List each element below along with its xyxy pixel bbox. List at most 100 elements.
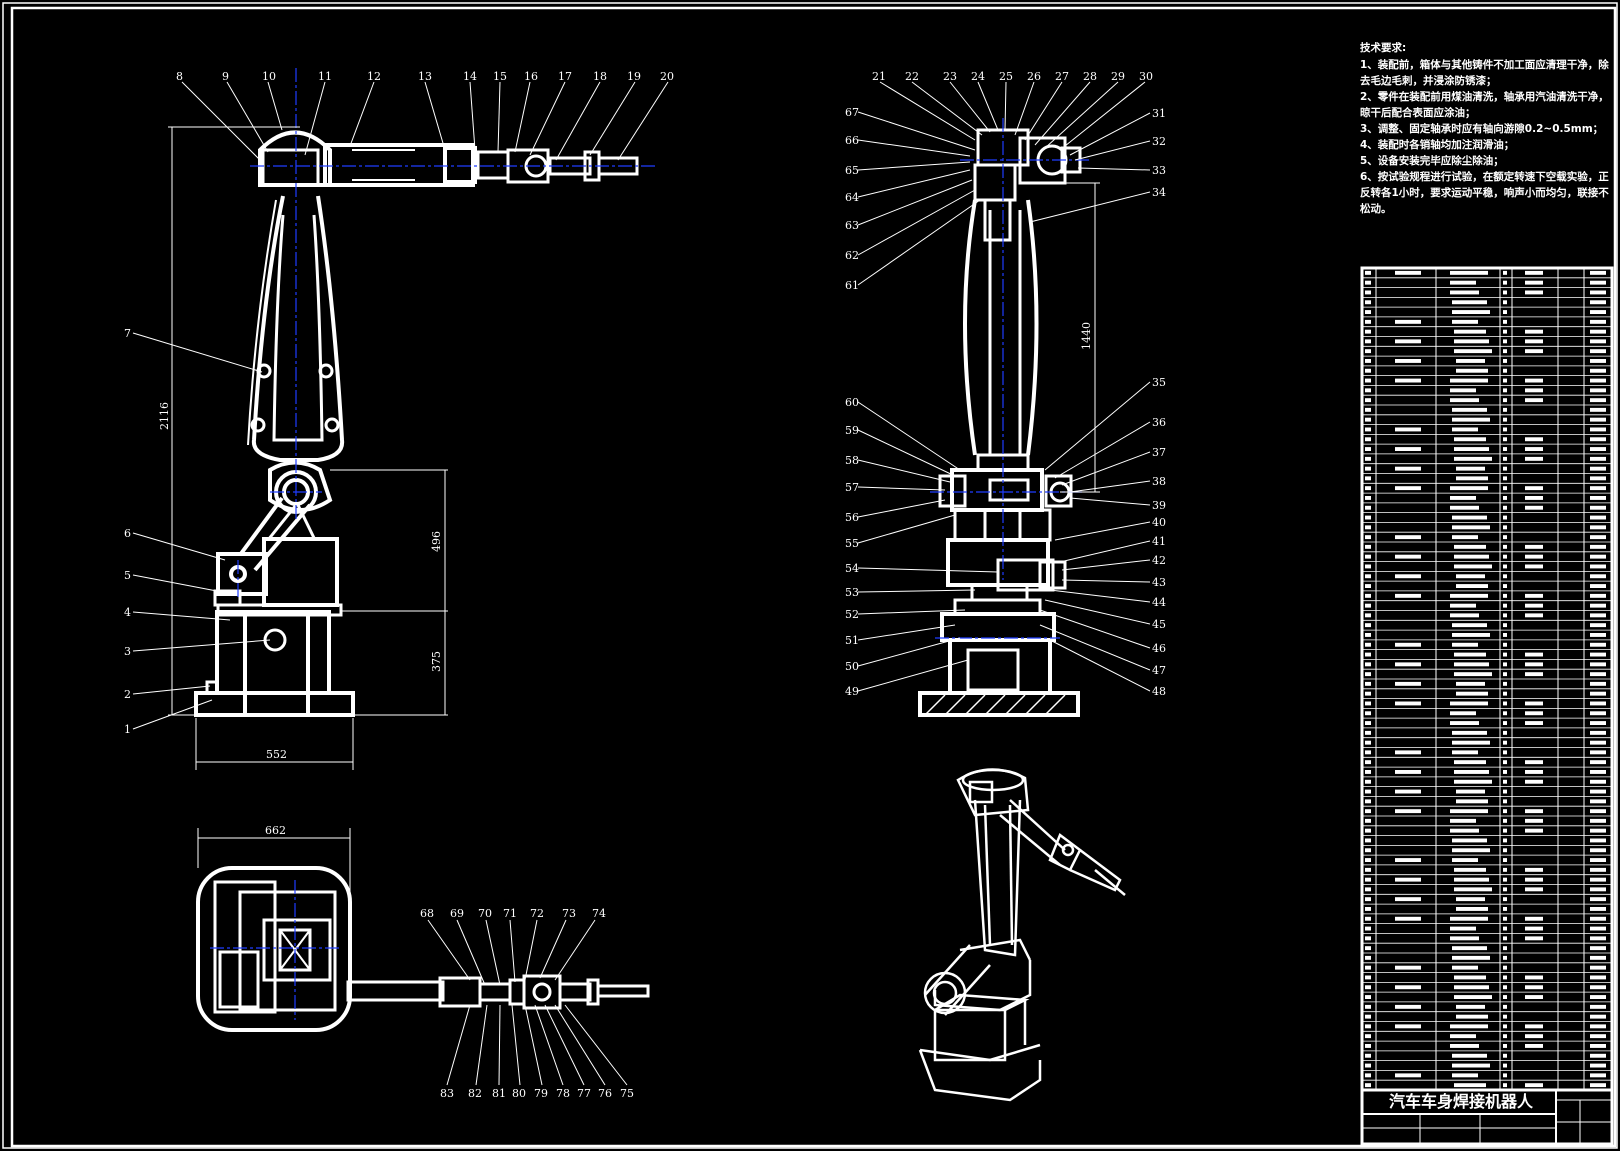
parts-list-entry-mark bbox=[1590, 623, 1606, 628]
parts-list-entry-mark bbox=[1525, 544, 1543, 549]
parts-list-entry-mark bbox=[1590, 496, 1606, 500]
parts-list-entry-mark bbox=[1365, 1004, 1371, 1009]
parts-list-entry-mark bbox=[1395, 1024, 1421, 1029]
part-number-78: 78 bbox=[556, 1087, 570, 1100]
parts-list-entry-mark bbox=[1590, 447, 1606, 451]
parts-list-entry-mark bbox=[1503, 280, 1507, 285]
parts-list-entry-mark bbox=[1452, 642, 1478, 647]
dim-upper-height: 496 bbox=[430, 531, 443, 552]
parts-list-entry-mark bbox=[1452, 407, 1487, 412]
parts-list-entry-mark bbox=[1590, 652, 1606, 657]
parts-list-entry-mark bbox=[1590, 417, 1606, 422]
parts-list-entry-mark bbox=[1590, 916, 1606, 921]
parts-list-entry-mark bbox=[1456, 897, 1485, 902]
parts-list-entry-mark bbox=[1590, 848, 1606, 853]
parts-list-entry-mark bbox=[1365, 799, 1371, 804]
parts-list-entry-mark bbox=[1503, 907, 1507, 911]
parts-list-entry-mark bbox=[1454, 662, 1489, 667]
parts-list-entry-mark bbox=[1454, 447, 1489, 451]
part-number-12: 12 bbox=[367, 70, 381, 83]
part-number-55: 55 bbox=[845, 537, 859, 550]
parts-list-entry-mark bbox=[1365, 515, 1371, 520]
parts-list-entry-mark bbox=[1365, 359, 1371, 363]
parts-list-entry-mark bbox=[1365, 329, 1371, 334]
parts-list-entry-mark bbox=[1590, 398, 1606, 403]
parts-list-entry-mark bbox=[1590, 329, 1606, 334]
parts-list-entry-mark bbox=[1503, 476, 1507, 481]
parts-list-entry-mark bbox=[1395, 770, 1421, 774]
part-number-51: 51 bbox=[845, 634, 859, 647]
parts-list-entry-mark bbox=[1365, 809, 1371, 814]
parts-list-entry-mark bbox=[1450, 701, 1488, 706]
parts-list-entry-mark bbox=[1503, 955, 1507, 960]
parts-list-entry-mark bbox=[1503, 349, 1507, 354]
part-number-80: 80 bbox=[512, 1087, 526, 1100]
parts-list-entry-mark bbox=[1452, 965, 1478, 970]
parts-list-entry-mark bbox=[1456, 907, 1488, 911]
parts-list-entry-mark bbox=[1503, 447, 1507, 451]
parts-list-entry-mark bbox=[1525, 975, 1543, 980]
parts-list-entry-mark bbox=[1365, 818, 1371, 823]
parts-list-entry-mark bbox=[1454, 770, 1489, 774]
parts-list-entry-mark bbox=[1590, 1044, 1606, 1048]
parts-list-entry-mark bbox=[1454, 995, 1492, 999]
parts-list-entry-mark bbox=[1525, 985, 1543, 990]
parts-list-entry-mark bbox=[1590, 711, 1606, 716]
part-number-62: 62 bbox=[845, 249, 859, 262]
front-view-dimension-lines bbox=[168, 126, 448, 770]
parts-list-entry-mark bbox=[1590, 985, 1606, 990]
part-number-56: 56 bbox=[845, 511, 859, 524]
parts-list-entry-mark bbox=[1590, 1063, 1606, 1068]
parts-list-entry-mark bbox=[1590, 515, 1606, 520]
parts-list-entry-mark bbox=[1365, 544, 1371, 549]
part-number-15: 15 bbox=[493, 70, 507, 83]
parts-list-entry-mark bbox=[1365, 1083, 1371, 1088]
parts-list-entry-mark bbox=[1365, 789, 1371, 794]
parts-list-entry-mark bbox=[1503, 730, 1507, 735]
parts-list-entry-mark bbox=[1454, 672, 1492, 677]
parts-list-entry-mark bbox=[1525, 721, 1543, 725]
parts-list-entry-mark bbox=[1590, 535, 1606, 540]
parts-list-entry-mark bbox=[1590, 1004, 1606, 1009]
parts-list-entry-mark bbox=[1450, 486, 1488, 491]
parts-list-entry-mark bbox=[1365, 652, 1371, 657]
part-number-5: 5 bbox=[124, 569, 131, 582]
part-number-31: 31 bbox=[1152, 107, 1166, 120]
parts-list-entry-mark bbox=[1456, 584, 1488, 588]
parts-list-entry-mark bbox=[1365, 779, 1371, 784]
parts-list-entry-mark bbox=[1450, 280, 1476, 285]
parts-list-entry-mark bbox=[1590, 544, 1606, 549]
parts-list-entry-mark bbox=[1503, 711, 1507, 716]
parts-list-entry-mark bbox=[1365, 730, 1371, 735]
parts-list-entry-mark bbox=[1503, 789, 1507, 794]
plan-view-centerlines bbox=[210, 880, 340, 1020]
parts-list-entry-mark bbox=[1503, 290, 1507, 295]
parts-list-entry-mark bbox=[1525, 447, 1543, 451]
part-number-40: 40 bbox=[1152, 516, 1166, 529]
parts-list-entry-mark bbox=[1365, 985, 1371, 990]
parts-list-entry-mark bbox=[1450, 378, 1488, 383]
part-number-11: 11 bbox=[318, 70, 332, 83]
parts-list-entry-mark bbox=[1365, 496, 1371, 500]
part-number-3: 3 bbox=[124, 645, 131, 658]
parts-list-entry-mark bbox=[1525, 496, 1543, 500]
dim-total-height: 2116 bbox=[158, 402, 171, 430]
parts-list-entry-mark bbox=[1365, 574, 1371, 579]
part-number-39: 39 bbox=[1152, 499, 1166, 512]
part-number-25: 25 bbox=[999, 70, 1013, 83]
parts-list-entry-mark bbox=[1590, 554, 1606, 559]
parts-list-entry-mark bbox=[1503, 310, 1507, 314]
parts-list-entry-mark bbox=[1365, 388, 1371, 393]
parts-list-entry-mark bbox=[1590, 1014, 1606, 1019]
parts-list-entry-mark bbox=[1590, 349, 1606, 354]
parts-list-entry-mark bbox=[1365, 701, 1371, 706]
parts-list-entry-mark bbox=[1503, 525, 1507, 530]
parts-list-entry-mark bbox=[1590, 486, 1606, 491]
parts-list-entry-mark bbox=[1365, 750, 1371, 755]
isometric-view bbox=[918, 768, 1126, 1102]
parts-list-entry-mark bbox=[1503, 417, 1507, 422]
part-number-7: 7 bbox=[124, 327, 131, 340]
parts-list-entry-mark bbox=[1454, 564, 1492, 569]
parts-list-entry-mark bbox=[1454, 887, 1492, 892]
parts-list-entry-mark bbox=[1365, 995, 1371, 999]
